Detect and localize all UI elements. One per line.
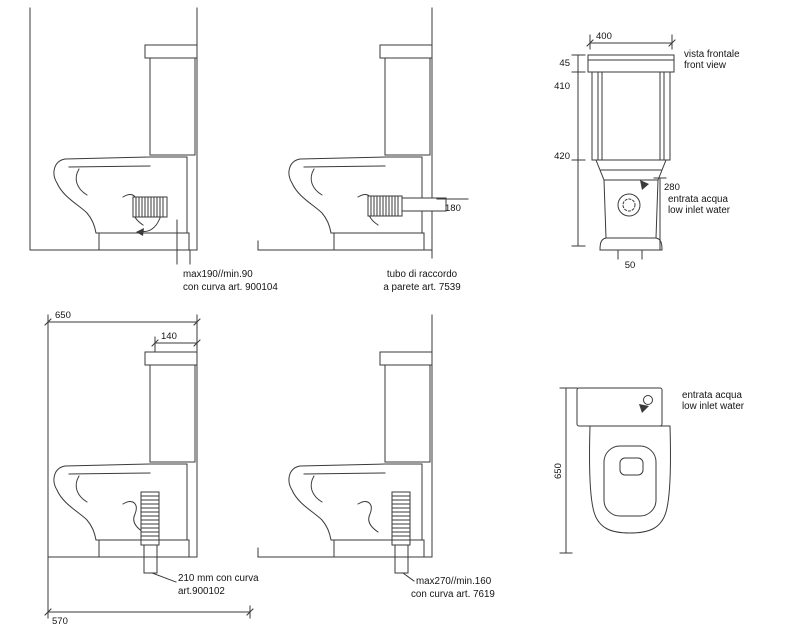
toilet-side-silhouette	[288, 44, 433, 251]
toilet-side-silhouette	[53, 44, 198, 251]
floor-drain-pipe	[394, 544, 409, 574]
toilet-side-silhouette	[53, 351, 198, 558]
view-front: 400 45 410 420	[554, 31, 740, 271]
dimension-heights	[571, 54, 586, 247]
view-plan: 650 entrata acqua low inlet water	[553, 387, 745, 554]
corrugated-connector-icon	[132, 196, 168, 218]
leader-lines	[176, 219, 191, 265]
inlet-label-en: low inlet water	[668, 205, 731, 216]
annotation-article: con curva art. 7619	[411, 589, 495, 600]
annotation-range: max190//min.90	[183, 269, 253, 280]
annotation-range: max270//min.160	[416, 576, 492, 587]
bowl-opening-outline	[603, 445, 657, 517]
cistern-front	[587, 54, 675, 161]
dim-depth-label: 650	[553, 463, 564, 479]
dimension-depth-650	[559, 387, 578, 554]
cistern-top-outline	[576, 387, 663, 427]
water-inlet-icon	[617, 180, 649, 217]
leader-line	[402, 572, 415, 582]
dimension-bottom-570	[44, 605, 254, 619]
seat-outline	[588, 425, 672, 534]
corrugated-drain-icon	[140, 491, 160, 546]
inlet-label-en: low inlet water	[682, 401, 745, 412]
view-side-wall-outlet: 180 tubo di raccordo a parete art. 7539	[257, 7, 469, 293]
dimension-width-400	[586, 34, 676, 50]
flush-inlet-detail	[619, 457, 644, 476]
dimension-depth-650	[44, 318, 201, 326]
dim-width-label: 400	[596, 31, 612, 42]
annotation-article: con curva art. 900104	[183, 282, 278, 293]
annotation-pipe: tubo di raccordo	[387, 269, 458, 280]
annotation-article: a parete art. 7539	[383, 282, 460, 293]
dim-tank-label: 410	[554, 81, 570, 92]
dim-bottom-label: 570	[52, 616, 68, 626]
curve-direction-arrow-icon	[136, 217, 161, 236]
toilet-side-silhouette	[288, 351, 433, 558]
view-title-en: front view	[684, 60, 727, 71]
dim-inlet-height-label: 280	[664, 182, 680, 193]
dim-depth-label: 650	[55, 310, 71, 321]
corrugated-drain-icon	[391, 491, 411, 546]
annotation-article: art.900102	[178, 586, 225, 597]
inlet-label-it: entrata acqua	[682, 390, 742, 401]
water-inlet-icon	[639, 395, 653, 413]
corrugated-connector-icon	[367, 195, 403, 217]
wall-connection-pipe	[401, 197, 447, 212]
dim-outlet-height-label: 180	[445, 203, 461, 214]
bowl-front	[595, 159, 667, 251]
dim-lid-label: 45	[559, 58, 570, 69]
dim-outlet-width-label: 50	[625, 260, 636, 271]
floor-drain-pipe	[143, 544, 158, 574]
dimension-outlet-50	[617, 249, 643, 260]
dimension-inlet-280	[653, 177, 667, 251]
view-side-floor-outlet-140: 650 140 210 mm con curva art.900102 570	[44, 310, 259, 626]
dim-drain-offset-label: 140	[161, 331, 177, 342]
inlet-label-it: entrata acqua	[668, 194, 728, 205]
leader-line	[151, 572, 177, 583]
dim-bowl-label: 420	[554, 151, 570, 162]
view-title-it: vista frontale	[684, 49, 740, 60]
annotation-curve: 210 mm con curva	[178, 573, 259, 584]
dimension-drain-offset-140	[151, 336, 201, 353]
view-side-floor-outlet-adjustable: max270//min.160 con curva art. 7619	[257, 314, 495, 600]
view-side-rear-outlet: max190//min.90 con curva art. 900104	[29, 7, 278, 293]
